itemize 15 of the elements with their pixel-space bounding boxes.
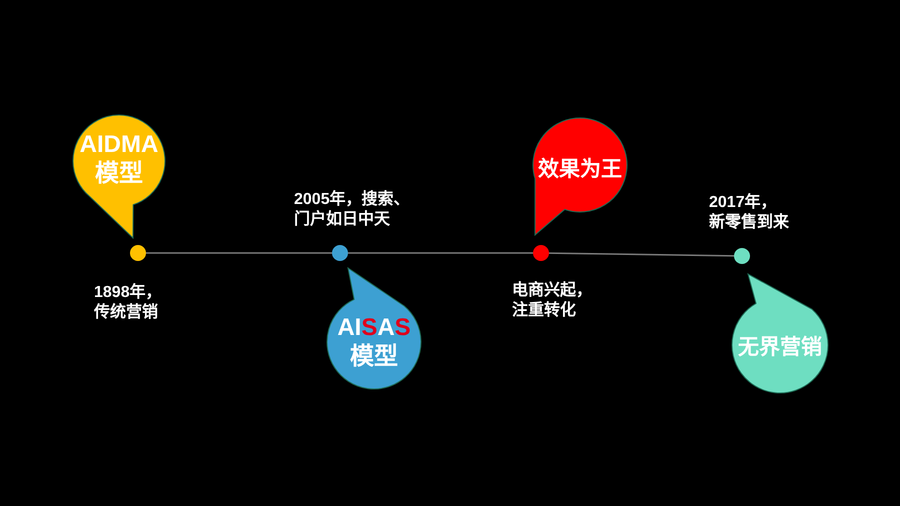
bubble-label: AISAS模型	[336, 314, 412, 372]
milestone-caption: 电商兴起，注重转化	[512, 281, 593, 321]
milestone-caption: 2017年，新零售到来	[709, 193, 790, 233]
bubble-label: 无界营销	[738, 334, 822, 360]
milestone-caption: 2005年，搜索、门户如日中天	[294, 190, 411, 230]
timeline-dot	[734, 248, 750, 264]
timeline-line	[348, 252, 533, 254]
timeline-dot	[332, 245, 348, 261]
bubble-label: AIDMA模型	[79, 131, 159, 189]
timeline-line	[548, 252, 734, 257]
timeline-dot	[130, 245, 146, 261]
timeline-line	[146, 252, 332, 254]
timeline-dot	[533, 245, 549, 261]
bubble-label: 效果为王	[538, 156, 622, 182]
milestone-caption: 1898年，传统营销	[94, 283, 163, 323]
